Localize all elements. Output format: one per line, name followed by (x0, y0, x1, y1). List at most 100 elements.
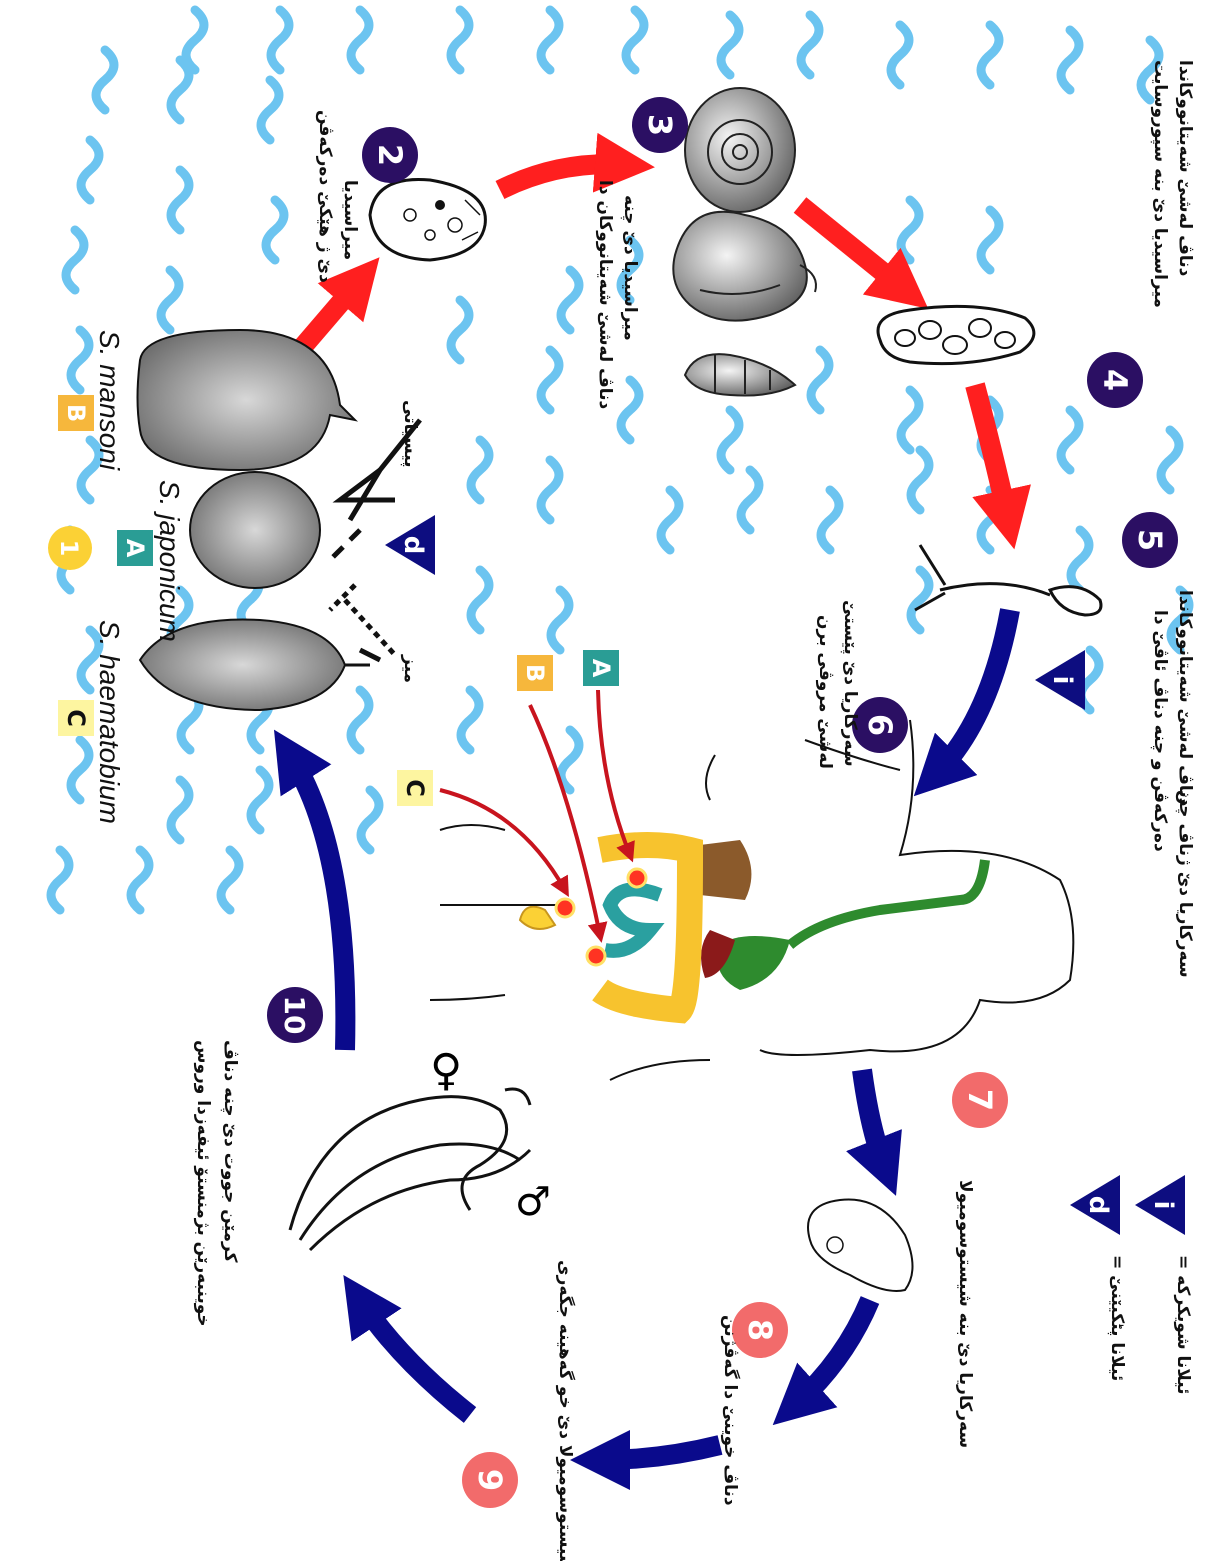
adult-worms-illustration (290, 1089, 530, 1250)
wave-stroke (801, 15, 819, 75)
label-tag_i: i (1047, 676, 1077, 685)
liver (695, 840, 751, 900)
label-leg_d: d (1083, 1196, 1113, 1215)
tag-a-body: A (583, 650, 619, 686)
step-7: 7 (952, 1072, 1008, 1128)
wave-stroke (266, 200, 284, 260)
wave-stroke (811, 350, 829, 410)
wave-stroke (561, 730, 579, 790)
wave-stroke (171, 60, 189, 120)
caption-9: شیستوسومیولا دێ خو گەهینە جگەری (555, 1260, 576, 1561)
egg-mansoni (138, 330, 356, 470)
wave-stroke (1161, 430, 1179, 490)
label-n6: 6 (861, 714, 899, 736)
caption-6b: لەشێ مروڤی برن (815, 615, 835, 769)
label-bt_b: B (521, 664, 549, 682)
wave-stroke (901, 390, 919, 450)
species-japonicum: S. japonicum (154, 480, 185, 642)
label-n9: 9 (471, 1469, 509, 1491)
caption-7: سەرکاریا دێ بنە شیستوسومیولا (955, 1180, 975, 1448)
step-3: 3 (632, 97, 688, 153)
tag-b-eggs: B (58, 395, 94, 431)
caption-4b: میراسیدیا دێ بنە سپوروسايت (1150, 60, 1170, 308)
caption-6a: سەرکاریا دێ پێستێ (840, 600, 860, 767)
step-5: 5 (1122, 512, 1178, 568)
step-1: 1 (48, 526, 92, 570)
caption-4a: دناڤ لەشێ شەیتانووکاندا (1175, 60, 1195, 277)
legend-triangle-i: i (1135, 1175, 1185, 1235)
wave-stroke (561, 270, 579, 330)
human-body (430, 720, 1073, 1080)
miracidium-illustration (370, 179, 485, 260)
wave-stroke (471, 570, 489, 630)
label-n3: 3 (641, 114, 679, 136)
wave-stroke (1061, 410, 1079, 470)
caption-5c: دەرکەڤن و چنە دناڤ ئاڤێ دا (1150, 610, 1170, 852)
wave-stroke (621, 380, 639, 440)
wave-stroke (1061, 30, 1079, 90)
legend-i-text: = ئيلانا شويکرکه (1173, 1255, 1193, 1395)
label-eb: B (62, 404, 90, 422)
wave-stroke (901, 200, 919, 260)
tag-c-eggs: C (58, 700, 94, 736)
wave-stroke (1071, 530, 1089, 590)
arrow-5-to-6 (935, 610, 1010, 775)
wave-stroke (541, 350, 559, 410)
step-10: 10 (267, 987, 323, 1043)
esophagus (790, 860, 985, 945)
caption-3a: میراسیدیا دێ چنە (620, 195, 640, 341)
label-n2: 2 (371, 144, 409, 166)
wave-stroke (981, 210, 999, 270)
wave-stroke (451, 10, 469, 70)
organs (440, 840, 985, 1010)
wave-stroke (251, 770, 269, 830)
wave-stroke (171, 780, 189, 840)
arrow-1-to-2 (300, 280, 360, 350)
schistosomulum-illustration (808, 1199, 913, 1291)
wave-stroke (451, 300, 469, 360)
wave-stroke (71, 330, 89, 390)
caption-3b: دناڤ لەشێ شەیتانووکان دا (595, 180, 615, 410)
wave-stroke (461, 690, 479, 750)
female-symbol: ♀ (430, 1045, 462, 1096)
wave-stroke (911, 450, 929, 510)
wave-stroke (71, 740, 89, 800)
wave-stroke (821, 490, 839, 550)
label-leg_i: i (1148, 1201, 1178, 1210)
wave-stroke (721, 410, 739, 470)
wave-stroke (131, 850, 149, 910)
label-n4: 4 (1096, 369, 1134, 391)
species-haematobium: S. haematobium (94, 620, 125, 824)
arrow-8-to-9 (600, 1445, 720, 1460)
wave-stroke (66, 230, 84, 290)
step-2: 2 (362, 127, 418, 183)
snail-planorbis (685, 88, 795, 212)
caption-8: دناڤ خوینێ دا گەڤژنن (720, 1315, 741, 1506)
arrow-6-to-7 (862, 1070, 885, 1168)
caption-2a: میراسیدیا (340, 180, 360, 260)
tag-b-body: B (517, 655, 553, 691)
label-bt_c: C (401, 779, 429, 797)
step-9: 9 (462, 1452, 518, 1508)
tag-a-eggs: A (117, 530, 153, 566)
wave-stroke (351, 690, 369, 750)
wave-stroke (96, 50, 114, 110)
wave-stroke (661, 490, 679, 550)
egg-japonicum (190, 472, 320, 588)
stool-label: پیسیاتی (400, 400, 420, 468)
wave-stroke (271, 10, 289, 70)
caption-1: 1 (55, 540, 83, 557)
label-n10: 10 (278, 996, 311, 1035)
arrow-9-to-10 (360, 1300, 470, 1415)
tag-c-body: C (397, 770, 433, 806)
wave-stroke (361, 790, 379, 850)
triangle-i-body: i (1035, 650, 1085, 710)
legend-triangle-d: d (1070, 1175, 1120, 1235)
caption-10a: کرمێن جووت دێ چنە دناڤ (220, 1040, 240, 1263)
wave-stroke (171, 170, 189, 230)
snail-illustrations (673, 88, 816, 396)
urine-label: میز (400, 654, 420, 683)
caption-5b: سەرکاریا دێ ژناڤ چن (1175, 790, 1195, 978)
